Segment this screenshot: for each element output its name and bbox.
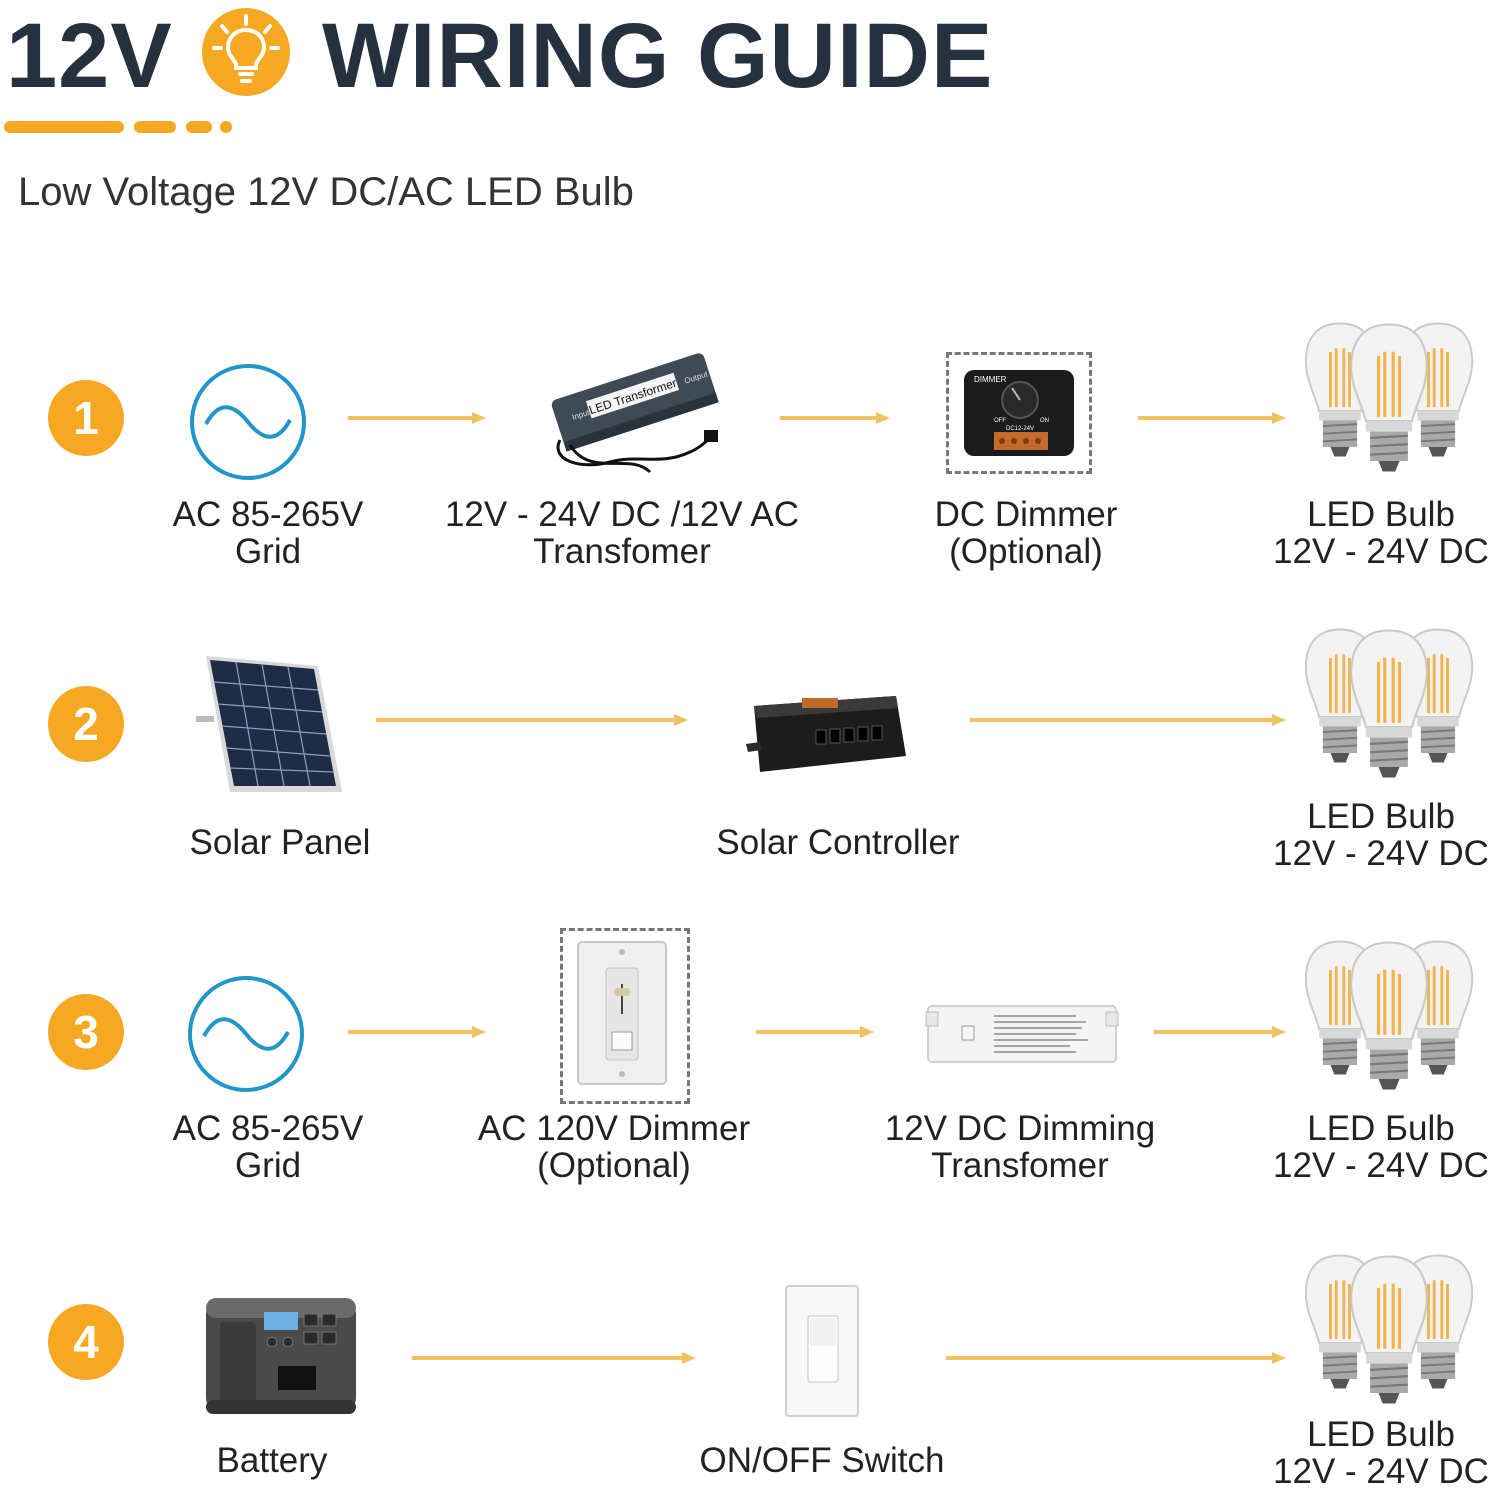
connection-arrow	[970, 714, 1286, 726]
dc-dimmer-icon: DIMMER OFF ON DC12-24V	[960, 366, 1078, 460]
connection-arrow	[348, 412, 486, 424]
on-off-switch-icon	[784, 1284, 862, 1420]
led-bulb-icon	[1300, 612, 1478, 790]
label-on-off-switch: ON/OFF Switch	[699, 1441, 945, 1480]
label-dc-dimmer: DC Dimmer(Optional)	[934, 495, 1118, 571]
underline-dash	[220, 121, 232, 133]
led-transformer-icon: LED Transformer Input Output	[540, 340, 730, 490]
ac-dimmer-switch-icon	[576, 940, 668, 1086]
step-4-badge: 4	[48, 1304, 124, 1380]
connection-arrow	[1138, 412, 1286, 424]
dimming-driver-icon	[925, 1000, 1119, 1066]
led-bulb-icon	[1300, 1238, 1478, 1416]
connection-arrow	[780, 412, 890, 424]
label-ac-dimmer: AC 120V Dimmer(Optional)	[477, 1109, 751, 1185]
voltage-title: 12V	[6, 5, 173, 107]
connection-arrow	[946, 1352, 1286, 1364]
step-3-badge: 3	[48, 994, 124, 1070]
lightbulb-icon	[200, 6, 292, 98]
label-battery: Battery	[216, 1441, 328, 1480]
dimmer-printed-name: DIMMER	[974, 375, 1007, 384]
label-solar-controller: Solar Controller	[716, 823, 960, 862]
led-bulb-icon	[1300, 306, 1478, 484]
step-1-badge: 1	[48, 380, 124, 456]
connection-arrow	[348, 1026, 486, 1038]
dimmer-printed-on: ON	[1040, 418, 1049, 424]
connection-arrow	[412, 1352, 696, 1364]
connection-arrow	[1154, 1026, 1286, 1038]
ac-grid-icon	[186, 974, 306, 1094]
underline-dash	[134, 121, 176, 133]
optional-dashed-frame	[560, 928, 690, 1104]
optional-dashed-frame	[946, 352, 1092, 474]
battery-icon	[200, 1292, 366, 1420]
underline-dash	[4, 121, 124, 133]
step-2-badge: 2	[48, 686, 124, 762]
page-subtitle: Low Voltage 12V DC/AC LED Bulb	[18, 170, 634, 214]
ac-grid-icon	[188, 362, 308, 482]
led-bulb-icon	[1300, 924, 1478, 1102]
solar-controller-icon	[746, 686, 910, 776]
connection-arrow	[756, 1026, 874, 1038]
connection-arrow	[376, 714, 688, 726]
page-title: WIRING GUIDE	[322, 5, 994, 107]
dimmer-printed-range: DC12-24V	[1006, 426, 1034, 432]
solar-panel-icon	[196, 652, 346, 798]
dimmer-printed-off: OFF	[994, 418, 1006, 424]
underline-dash	[186, 121, 212, 133]
label-solar-panel: Solar Panel	[189, 823, 371, 862]
